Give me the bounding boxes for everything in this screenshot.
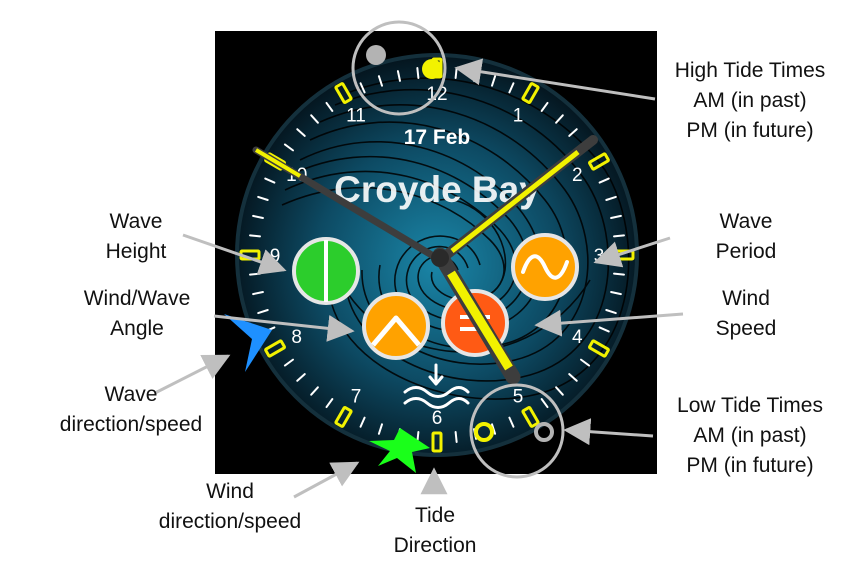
- minute-tick: [283, 143, 294, 152]
- callout-arrows: [154, 58, 684, 499]
- hour-hand: [252, 146, 444, 264]
- minute-tick: [310, 114, 319, 124]
- minute-tick: [249, 272, 261, 276]
- arrow-wave-height: [182, 233, 287, 275]
- hour-marker: [431, 431, 443, 453]
- minute-tick: [377, 423, 383, 435]
- arrow-wave-direction: [154, 354, 231, 395]
- hour-numeral: 8: [291, 327, 302, 348]
- wind-wave-angle-icon: [362, 292, 430, 360]
- minute-tick: [605, 195, 617, 201]
- minute-tick: [296, 128, 306, 137]
- minute-tick: [613, 272, 625, 276]
- arrow-wind-wave-angle: [213, 314, 355, 342]
- hour-numeral: 5: [513, 386, 524, 407]
- minute-tick: [491, 75, 497, 87]
- minute-hand: [435, 135, 598, 265]
- minute-tick: [508, 416, 515, 428]
- minute-tick: [257, 309, 269, 315]
- minute-tick: [508, 82, 515, 94]
- minute-tick: [310, 386, 319, 396]
- wave-period-icon: [511, 233, 579, 301]
- minute-tick: [605, 309, 617, 315]
- minute-tick: [555, 114, 564, 124]
- minute-tick: [454, 431, 458, 443]
- minute-tick: [568, 128, 578, 137]
- tide-direction-icon: [403, 363, 470, 409]
- minute-tick: [454, 67, 458, 79]
- minute-tick: [252, 291, 264, 296]
- minute-tick: [598, 177, 610, 184]
- minute-tick: [325, 398, 334, 409]
- hour-numeral: 4: [572, 327, 583, 348]
- hour-marker: [588, 152, 610, 171]
- low-tide-pm-marker: [474, 422, 494, 442]
- minute-tick: [377, 75, 383, 87]
- hour-numeral: 2: [572, 165, 583, 186]
- hour-marker: [521, 82, 540, 104]
- low-tide-am-marker: [534, 422, 554, 442]
- minute-tick: [416, 67, 420, 79]
- minute-tick: [283, 358, 294, 367]
- minute-tick: [249, 234, 261, 238]
- hour-numeral: 1: [513, 106, 524, 127]
- hour-numeral: 6: [432, 408, 443, 429]
- hour-numeral: 3: [594, 246, 605, 267]
- wind-direction-arrow: [369, 428, 430, 473]
- hour-marker: [588, 339, 610, 358]
- hour-numeral: 7: [351, 386, 362, 407]
- minute-tick: [252, 214, 264, 219]
- arrow-low-tide: [563, 418, 654, 446]
- minute-tick: [540, 101, 549, 112]
- arrow-wave-period: [593, 236, 671, 268]
- wave-direction-arrow: [224, 314, 272, 372]
- minute-tick: [580, 358, 591, 367]
- minute-tick: [264, 177, 276, 184]
- minute-tick: [610, 291, 622, 296]
- high-tide-highlight: [351, 20, 447, 116]
- hour-numeral: 9: [270, 246, 281, 267]
- minute-tick: [359, 82, 366, 94]
- minute-tick: [610, 214, 622, 219]
- minute-tick: [555, 386, 564, 396]
- high-tide-am-marker: [366, 45, 386, 65]
- hand-hub: [431, 249, 449, 267]
- minute-tick: [325, 101, 334, 112]
- high-tide-pm-marker: [422, 59, 442, 79]
- wave-height-icon: [292, 237, 360, 305]
- minute-tick: [296, 373, 306, 382]
- minute-tick: [257, 195, 269, 201]
- hour-numeral: 11: [346, 106, 366, 127]
- arrow-high-tide: [454, 58, 656, 101]
- minute-tick: [540, 398, 549, 409]
- hour-marker: [521, 406, 540, 428]
- minute-tick: [568, 373, 578, 382]
- hour-marker: [334, 406, 353, 428]
- minute-tick: [613, 234, 625, 238]
- minute-tick: [396, 70, 401, 82]
- date-text: 17 Feb: [404, 126, 471, 149]
- arrow-wind-speed: [534, 309, 684, 337]
- hour-marker: [334, 82, 353, 104]
- low-tide-highlight: [469, 383, 565, 479]
- arrow-wind-direction: [293, 461, 360, 499]
- minute-tick: [359, 416, 366, 428]
- hour-marker: [264, 339, 286, 358]
- minute-tick: [598, 326, 610, 333]
- second-hand: [432, 247, 521, 385]
